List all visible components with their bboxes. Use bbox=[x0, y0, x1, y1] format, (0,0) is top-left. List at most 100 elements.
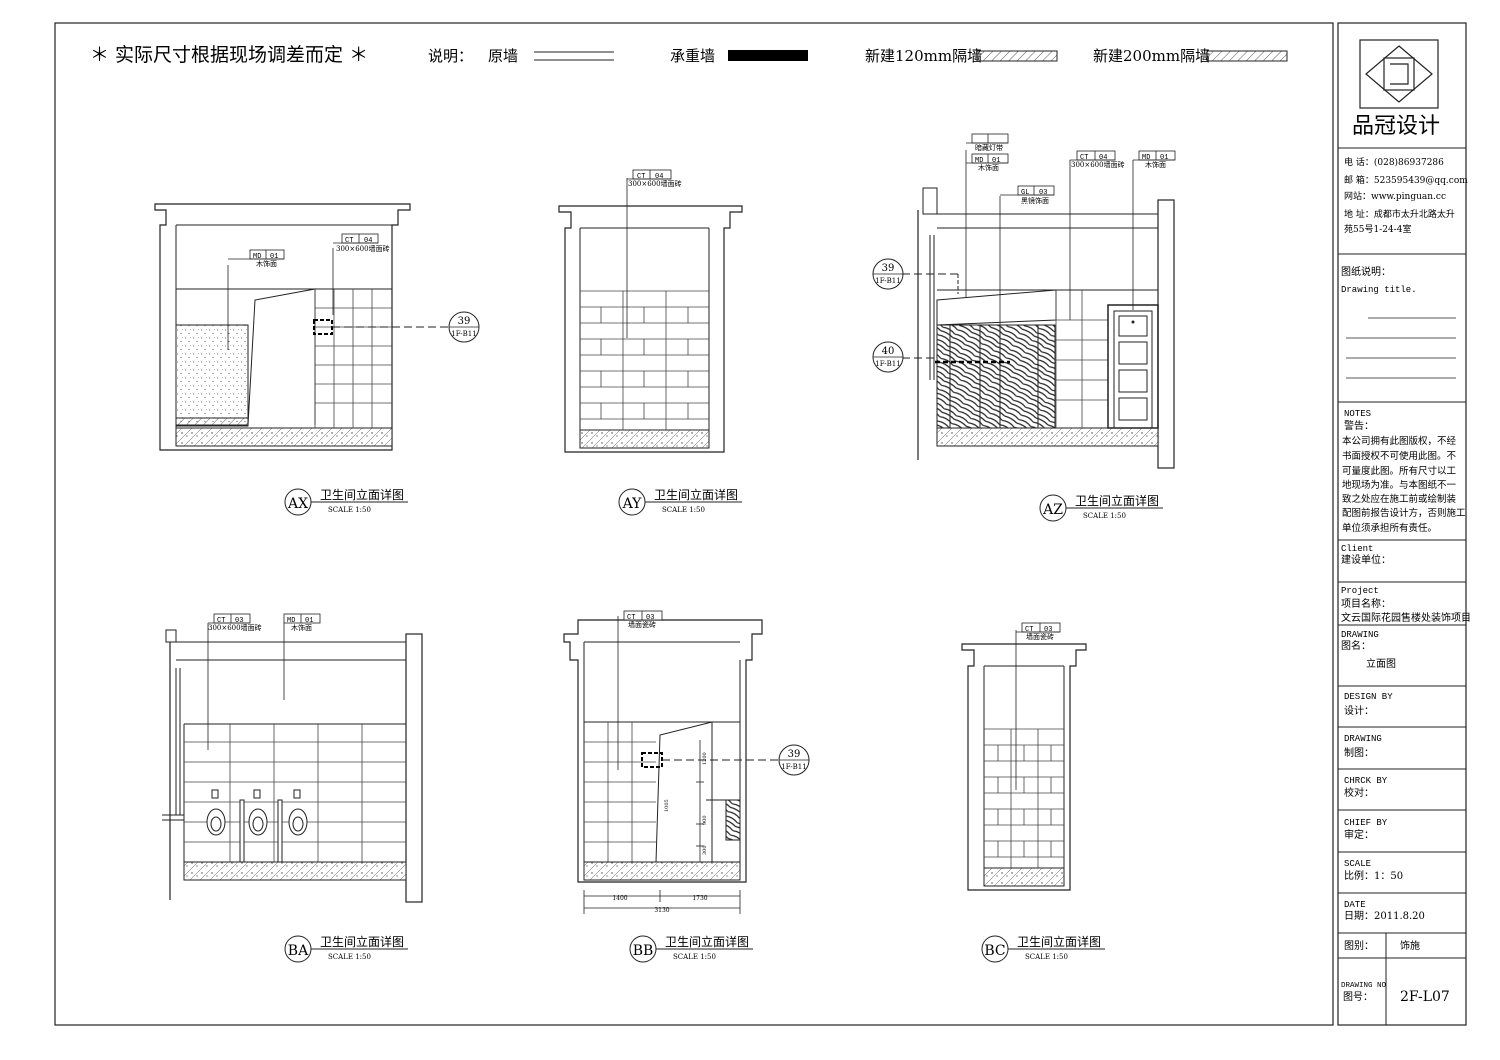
drawing-number: 2F-L07 bbox=[1400, 989, 1450, 1005]
svg-text:SCALE 1:50: SCALE 1:50 bbox=[1025, 953, 1068, 961]
svg-text:1F-B11: 1F-B11 bbox=[875, 277, 900, 285]
svg-text:39: 39 bbox=[882, 263, 895, 274]
dim-bb-v1: 1200 bbox=[702, 752, 708, 765]
brand-name: 品冠设计 bbox=[1352, 114, 1440, 139]
svg-text:建设单位：: 建设单位： bbox=[1341, 553, 1391, 566]
svg-text:BA: BA bbox=[288, 943, 309, 959]
svg-text:书面授权不可使用此图。不: 书面授权不可使用此图。不 bbox=[1342, 450, 1457, 462]
svg-text:墙面瓷砖: 墙面瓷砖 bbox=[1026, 632, 1054, 641]
svg-text:警告：: 警告： bbox=[1344, 419, 1374, 432]
svg-text:39: 39 bbox=[788, 749, 801, 760]
legend-swatch-original-wall bbox=[534, 51, 614, 61]
svg-text:01: 01 bbox=[305, 617, 313, 625]
svg-text:图纸说明：: 图纸说明： bbox=[1341, 265, 1391, 278]
svg-text:39: 39 bbox=[458, 316, 471, 327]
dim-bb-1400: 1400 bbox=[612, 895, 627, 902]
svg-text:04: 04 bbox=[655, 173, 663, 181]
svg-text:项目名称：: 项目名称： bbox=[1341, 597, 1391, 610]
dim-bb-v3: 900 bbox=[702, 815, 708, 825]
svg-text:CT: CT bbox=[1025, 626, 1033, 634]
legend-label-bearing-wall: 承重墙 bbox=[670, 47, 715, 65]
svg-text:木饰面: 木饰面 bbox=[1145, 160, 1166, 169]
elevation-ay bbox=[558, 178, 743, 453]
svg-text:卫生间立面详图: 卫生间立面详图 bbox=[1075, 493, 1159, 508]
elevation-title-bb: BB 卫生间立面详图 SCALE 1:50 bbox=[629, 934, 753, 963]
svg-text:可量度此图。所有尺寸以工: 可量度此图。所有尺寸以工 bbox=[1342, 465, 1457, 477]
elevation-title-bc: BC 卫生间立面详图 SCALE 1:50 bbox=[981, 934, 1105, 963]
svg-text:AZ: AZ bbox=[1042, 502, 1063, 518]
svg-text:暗藏灯带: 暗藏灯带 bbox=[975, 143, 1003, 152]
svg-text:MD: MD bbox=[253, 253, 261, 261]
svg-text:BB: BB bbox=[633, 943, 654, 959]
svg-text:40: 40 bbox=[882, 346, 895, 357]
tag-az-md01: MD 01 木饰面 bbox=[966, 153, 1009, 172]
svg-text:DATE: DATE bbox=[1344, 900, 1366, 910]
svg-text:CHRCK BY: CHRCK BY bbox=[1344, 776, 1388, 786]
tag-ay-ct04: CT 04 300×600墙面砖 bbox=[627, 169, 682, 188]
tag-az-light: 暗藏灯带 bbox=[966, 133, 1009, 152]
svg-text:DRAWING NO: DRAWING NO bbox=[1341, 982, 1387, 990]
svg-text:300×600墙面砖: 300×600墙面砖 bbox=[336, 244, 390, 253]
dim-bb-1730: 1730 bbox=[692, 895, 707, 902]
svg-text:CT: CT bbox=[217, 617, 225, 625]
svg-text:SCALE: SCALE bbox=[1344, 859, 1371, 869]
svg-text:CT: CT bbox=[637, 173, 645, 181]
svg-text:300×600墙面砖: 300×600墙面砖 bbox=[1071, 160, 1125, 169]
svg-text:邮 箱：523595439@qq.com: 邮 箱：523595439@qq.com bbox=[1344, 174, 1468, 186]
svg-text:文云国际花园售楼处装饰项目: 文云国际花园售楼处装饰项目 bbox=[1341, 611, 1471, 624]
svg-text:地现场为准。与本图纸不一: 地现场为准。与本图纸不一 bbox=[1342, 479, 1457, 491]
tag-ax-md01: MD 01 木饰面 bbox=[228, 249, 285, 268]
svg-text:04: 04 bbox=[364, 237, 372, 245]
svg-text:04: 04 bbox=[1099, 154, 1107, 162]
elevation-ba bbox=[162, 623, 423, 903]
svg-text:卫生间立面详图: 卫生间立面详图 bbox=[654, 487, 738, 502]
svg-text:黑镜饰面: 黑镜饰面 bbox=[1021, 196, 1049, 205]
sheet-border bbox=[54, 22, 1334, 1026]
callout-ax-39: 39 1F-B11 bbox=[448, 311, 480, 343]
tag-ba-md01: MD 01 木饰面 bbox=[283, 613, 321, 632]
legend-swatch-bearing-wall bbox=[728, 50, 808, 61]
svg-text:DRAWING: DRAWING bbox=[1344, 734, 1382, 744]
tag-az-ct04: CT 04 300×600墙面砖 bbox=[1070, 150, 1125, 169]
dim-bb-3130: 3130 bbox=[654, 907, 669, 914]
titleblock: 品冠设计 电 话：(028)86937286 邮 箱：523595439@qq.… bbox=[1338, 39, 1471, 1025]
svg-text:SCALE 1:50: SCALE 1:50 bbox=[328, 953, 371, 961]
svg-text:03: 03 bbox=[1039, 189, 1047, 197]
svg-text:制图：: 制图： bbox=[1344, 746, 1374, 759]
svg-text:SCALE 1:50: SCALE 1:50 bbox=[328, 506, 371, 514]
svg-text:网站：www.pinguan.cc: 网站：www.pinguan.cc bbox=[1344, 190, 1446, 202]
svg-text:AY: AY bbox=[622, 496, 643, 512]
svg-text:卫生间立面详图: 卫生间立面详图 bbox=[665, 934, 749, 949]
tag-az-md01-right: MD 01 木饰面 bbox=[1133, 150, 1176, 169]
svg-text:300×600墙面砖: 300×600墙面砖 bbox=[208, 623, 262, 632]
tag-ax-ct04: CT 04 300×600墙面砖 bbox=[333, 233, 390, 253]
elevation-title-ay: AY 卫生间立面详图 SCALE 1:50 bbox=[618, 487, 742, 516]
legend-swatch-new-120-wall bbox=[976, 50, 1058, 62]
legend-label-original-wall: 原墙 bbox=[488, 47, 518, 65]
callout-az-39: 39 1F-B11 bbox=[872, 258, 904, 290]
svg-text:MD: MD bbox=[1142, 154, 1150, 162]
elevation-bc bbox=[961, 630, 1087, 891]
svg-text:MD: MD bbox=[287, 617, 295, 625]
svg-text:CT: CT bbox=[627, 614, 635, 622]
svg-text:卫生间立面详图: 卫生间立面详图 bbox=[320, 934, 404, 949]
tag-ba-ct03: CT 03 300×600墙面砖 bbox=[208, 613, 262, 632]
brand-logo-icon bbox=[1359, 39, 1439, 109]
svg-text:图别：: 图别： bbox=[1344, 940, 1374, 952]
callout-bb-39: 39 1F-B11 bbox=[778, 744, 810, 776]
svg-text:300×600墙面砖: 300×600墙面砖 bbox=[628, 179, 682, 188]
titleblock-border bbox=[1337, 22, 1467, 1026]
elevation-title-ba: BA 卫生间立面详图 SCALE 1:50 bbox=[284, 934, 408, 963]
svg-text:01: 01 bbox=[992, 157, 1000, 165]
elevation-az bbox=[902, 150, 1175, 469]
svg-text:木饰面: 木饰面 bbox=[291, 623, 312, 632]
svg-text:Project: Project bbox=[1341, 586, 1379, 596]
svg-text:电 话：(028)86937286: 电 话：(028)86937286 bbox=[1344, 156, 1444, 168]
callout-az-40: 40 1F-B11 bbox=[872, 341, 904, 373]
tag-az-gl03: GL 03 黑镜饰面 bbox=[1000, 185, 1055, 205]
svg-text:木饰面: 木饰面 bbox=[256, 259, 277, 268]
svg-text:本公司拥有此图版权，不经: 本公司拥有此图版权，不经 bbox=[1342, 435, 1457, 447]
legend-swatch-new-200-wall bbox=[1206, 50, 1288, 62]
elevation-title-az: AZ 卫生间立面详图 SCALE 1:50 bbox=[1039, 493, 1163, 522]
elevation-title-ax: AX 卫生间立面详图 SCALE 1:50 bbox=[284, 487, 408, 516]
